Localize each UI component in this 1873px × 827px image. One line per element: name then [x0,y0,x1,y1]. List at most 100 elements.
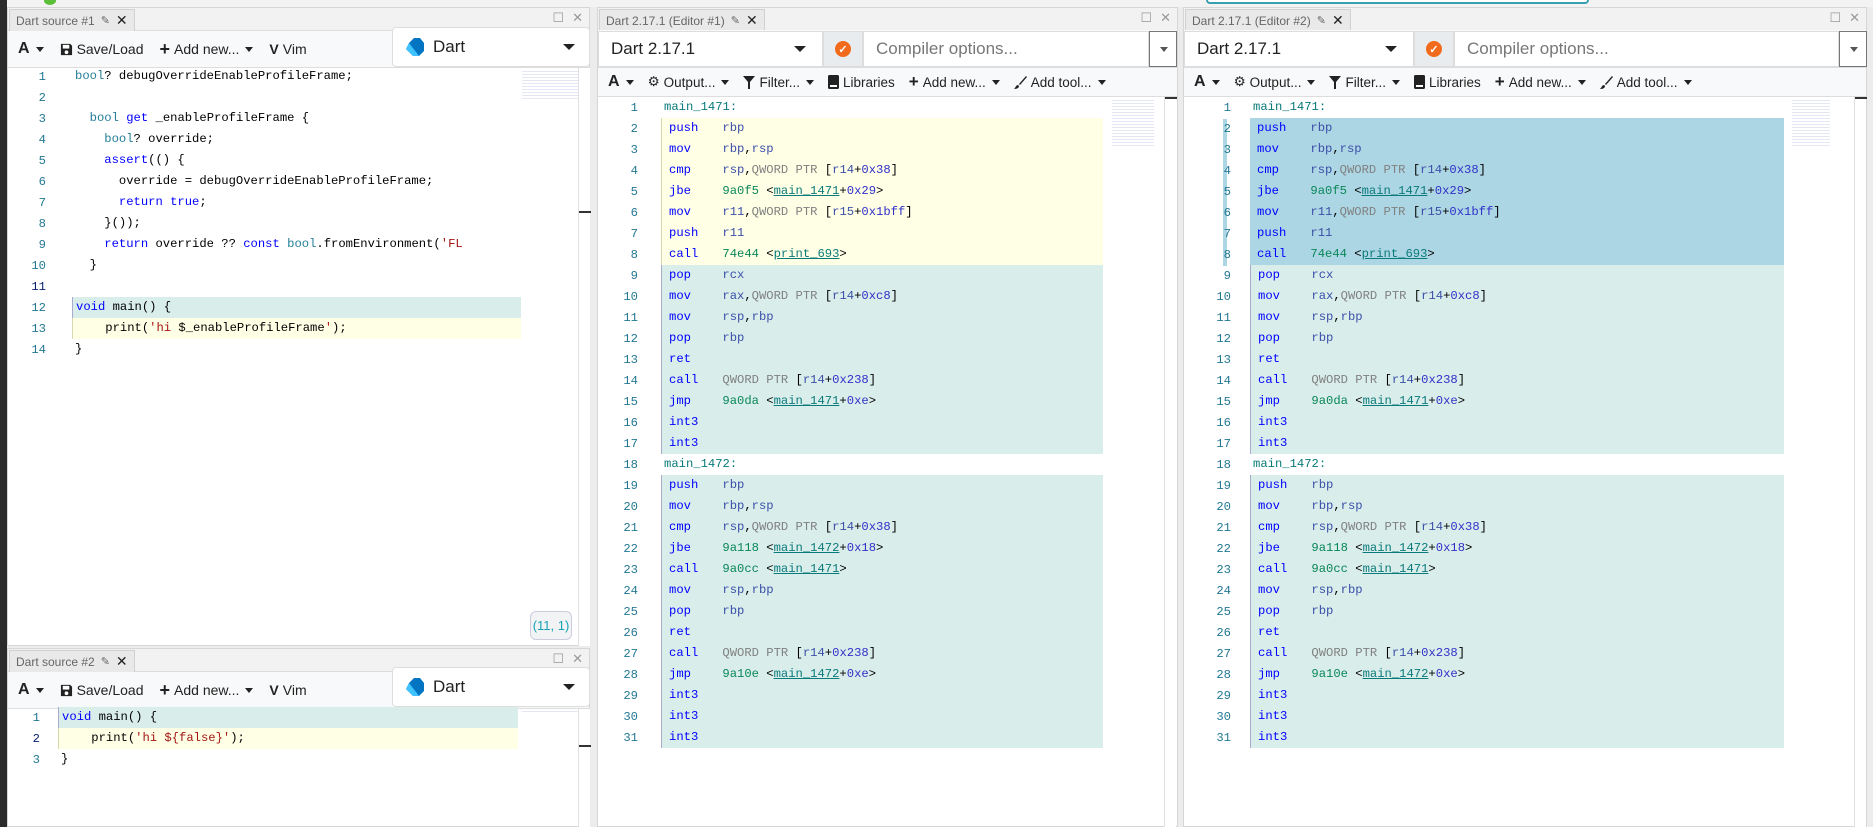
add-new-button[interactable]: +Add new... [1495,72,1586,92]
font-size-button[interactable]: A [608,73,634,91]
code-token: 0x18 [846,541,877,555]
symbol-link[interactable]: main_1472 [773,541,840,555]
mnemonic: mov [669,289,691,303]
close-pane-icon[interactable]: ✕ [572,651,583,666]
code-token: rsp [1311,583,1334,597]
minimap[interactable] [1792,98,1830,148]
symbol-link[interactable]: main_1472 [773,667,840,681]
code-token: 0x238 [1421,373,1458,387]
scrollbar[interactable] [578,709,591,827]
maximize-icon[interactable]: ☐ [1829,10,1842,25]
mnemonic: call [1258,373,1288,387]
pencil-icon[interactable]: ✎ [100,656,110,668]
add-new-button[interactable]: +Add new... [160,680,254,701]
font-size-button[interactable]: A [1194,73,1220,91]
close-icon[interactable]: ✕ [1331,12,1344,28]
line-content: int3 [661,412,1103,433]
symbol-link[interactable]: main_1471 [773,394,840,408]
mnemonic: push [1257,121,1287,135]
compiler-select[interactable]: Dart 2.17.1 [1184,31,1414,67]
code-token: 0x29 [1434,184,1465,198]
close-pane-icon[interactable]: ✕ [572,10,583,25]
compiler-options-dropdown[interactable] [1839,31,1867,67]
line-number: 31 [1216,730,1231,745]
font-size-button[interactable]: A [18,681,44,699]
add-new-button[interactable]: +Add new... [160,39,254,60]
symbol-link[interactable]: main_1472 [1362,541,1429,555]
pencil-icon[interactable]: ✎ [1316,15,1326,27]
save-load-button[interactable]: Save/Load [60,41,144,57]
symbol-link[interactable]: main_1471 [1362,394,1429,408]
symbol-link[interactable]: print_693 [1361,247,1428,261]
close-icon[interactable]: ✕ [115,12,128,28]
compiler-select[interactable]: Dart 2.17.1 [598,31,823,67]
tab-dart-source-1[interactable]: Dart source #1✎✕ [9,9,135,31]
code-token: + [854,163,862,177]
code-token: , [1333,499,1341,513]
output-button[interactable]: ⚙Output... [648,74,730,90]
pencil-icon[interactable]: ✎ [730,15,740,27]
minimap[interactable] [522,709,578,713]
libraries-button[interactable]: Libraries [827,75,895,90]
scrollbar[interactable] [1164,97,1177,827]
symbol-link[interactable]: main_1471 [1362,562,1429,576]
language-select[interactable]: Dart [392,667,590,707]
maximize-icon[interactable]: ☐ [1140,10,1153,25]
code-token: 9a118 [722,541,759,555]
code-token: + [854,205,862,219]
symbol-link[interactable]: print_693 [773,247,840,261]
filter-button[interactable]: Filter... [1329,75,1400,90]
compile-status-button[interactable]: ✓ [823,31,863,67]
line-content: }()); [72,213,521,234]
minimap[interactable] [522,69,578,99]
add-tool-button[interactable]: Add tool... [1599,75,1692,90]
filter-button[interactable]: Filter... [743,75,814,90]
compile-status-button[interactable]: ✓ [1414,31,1454,67]
libraries-button[interactable]: Libraries [1413,75,1481,90]
language-select[interactable]: Dart [392,27,590,67]
code-token: r14 [832,163,855,177]
close-icon[interactable]: ✕ [745,12,758,28]
output-button[interactable]: ⚙Output... [1234,74,1316,90]
top-tab[interactable] [1206,0,1589,4]
symbol-link[interactable]: main_1471 [1361,184,1428,198]
tab-dart-source-2[interactable]: Dart source #2✎✕ [9,650,135,672]
symbol-link[interactable]: main_1471 [773,184,840,198]
close-pane-icon[interactable]: ✕ [1160,10,1171,25]
caret-down-icon [563,44,575,50]
code-token: r15 [1420,205,1443,219]
symbol-link[interactable]: main_1472 [1362,667,1429,681]
code-token: > [1457,667,1466,681]
maximize-icon[interactable]: ☐ [552,651,565,666]
tab-editor-1[interactable]: Dart 2.17.1 (Editor #1)✎✕ [599,9,765,31]
font-size-button[interactable]: A [18,40,44,58]
line-number: 11 [1216,310,1231,325]
close-icon[interactable]: ✕ [115,653,128,669]
tab-editor-2[interactable]: Dart 2.17.1 (Editor #2)✎✕ [1185,9,1351,31]
maximize-icon[interactable]: ☐ [552,10,565,25]
mnemonic: int3 [669,436,699,450]
add-tool-button[interactable]: Add tool... [1013,75,1106,90]
scrollbar[interactable] [578,68,591,646]
symbol-link[interactable]: main_1471 [773,562,840,576]
pencil-icon[interactable]: ✎ [100,15,110,27]
compiler-options-input[interactable]: Compiler options... [863,31,1149,67]
minimap[interactable] [1112,98,1154,148]
scrollbar[interactable] [1854,97,1867,827]
close-pane-icon[interactable]: ✕ [1849,10,1860,25]
line-number: 8 [38,216,46,231]
add-new-button[interactable]: +Add new... [909,72,1000,92]
compiler-options-input[interactable]: Compiler options... [1454,31,1839,67]
save-load-button[interactable]: Save/Load [60,682,144,698]
compiler-options-dropdown[interactable] [1149,31,1177,67]
